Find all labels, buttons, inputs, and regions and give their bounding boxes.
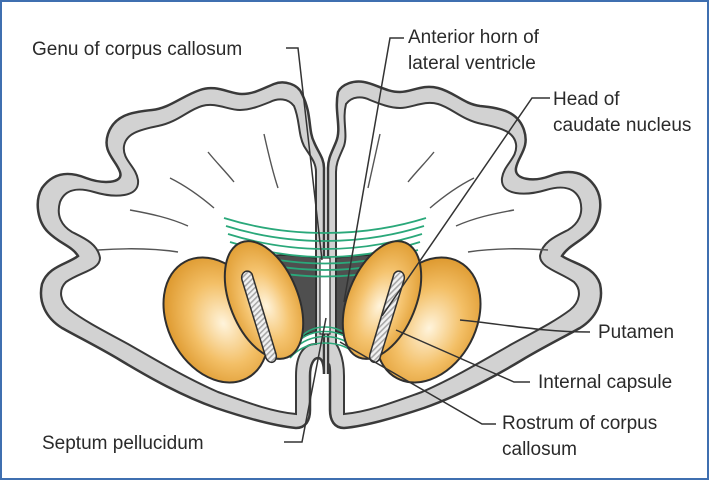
label-head-caudate-line1: Head of: [553, 88, 620, 111]
label-anterior-horn-line1: Anterior horn of: [408, 26, 539, 49]
label-septum: Septum pellucidum: [42, 432, 204, 455]
label-putamen: Putamen: [598, 321, 674, 344]
label-genu: Genu of corpus callosum: [32, 38, 242, 61]
label-rostrum-line2: callosum: [502, 438, 577, 461]
label-rostrum-line1: Rostrum of corpus: [502, 412, 657, 435]
label-head-caudate-line2: caudate nucleus: [553, 114, 691, 137]
label-anterior-horn-line2: lateral ventricle: [408, 52, 536, 75]
label-internal-capsule: Internal capsule: [538, 371, 672, 394]
